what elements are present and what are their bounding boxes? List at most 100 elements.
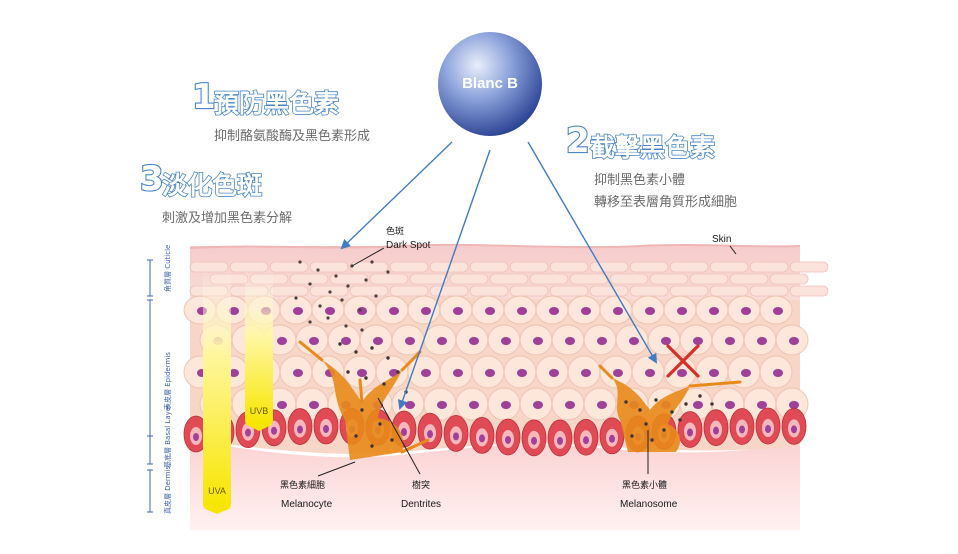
cell-nucleus	[533, 401, 543, 409]
cell-nucleus	[741, 307, 751, 315]
cell-nucleus	[693, 401, 703, 409]
cuticle-cell	[490, 274, 528, 284]
basal-cell-nucleus	[531, 437, 537, 445]
cell-nucleus	[517, 307, 527, 315]
melanocyte-label-en: Melanocyte	[281, 499, 333, 510]
dentrites-label-en: Dentrites	[401, 499, 441, 510]
step-3-desc: 刺激及增加黑色素分解	[162, 210, 292, 226]
cell-nucleus	[709, 307, 719, 315]
basal-cell-nucleus	[505, 436, 511, 444]
basal-cell-nucleus	[271, 427, 277, 435]
melanin-dot	[364, 278, 367, 281]
cell-nucleus	[469, 401, 479, 409]
cuticle-cell	[550, 286, 588, 296]
melanosome-label-en: Melanosome	[620, 499, 678, 510]
melanin-dot	[308, 282, 311, 285]
step-3-number: 3	[140, 159, 164, 199]
cell-nucleus	[661, 337, 671, 345]
melanin-dot	[374, 294, 377, 297]
cuticle-cell	[530, 274, 568, 284]
cell-nucleus	[485, 307, 495, 315]
cell-nucleus	[501, 337, 511, 345]
cuticle-cell	[390, 286, 428, 296]
basal-cell-nucleus	[245, 429, 251, 437]
basal-cell-nucleus	[713, 427, 719, 435]
dentrites-label-zh: 樹突	[412, 479, 430, 491]
cuticle-cell	[610, 274, 648, 284]
cell-nucleus	[693, 337, 703, 345]
cell-nucleus	[597, 337, 607, 345]
melanin-dot	[308, 320, 311, 323]
cuticle-cell	[350, 286, 388, 296]
cell-nucleus	[549, 307, 559, 315]
cell-nucleus	[789, 401, 799, 409]
cell-nucleus	[725, 337, 735, 345]
melanosome-dot-right	[624, 400, 627, 403]
basal-cell-nucleus	[739, 425, 745, 433]
melanin-dot	[298, 260, 301, 263]
cell-nucleus	[277, 337, 287, 345]
melanin-dot	[358, 308, 361, 311]
cell-nucleus	[565, 401, 575, 409]
basal-side-label: 基底層 Basal Layer	[163, 404, 172, 468]
melanosome-dot	[378, 422, 381, 425]
basal-cell-nucleus	[193, 433, 199, 441]
cell-nucleus	[293, 369, 303, 377]
cell-nucleus	[437, 401, 447, 409]
melanin-dot	[326, 316, 329, 319]
melanosome-dot	[346, 370, 349, 373]
melanin-dot	[316, 268, 319, 271]
melanosome-dot	[360, 408, 363, 411]
basal-cell-nucleus	[687, 428, 693, 436]
melanin-dot	[340, 298, 343, 301]
melanin-dot	[318, 304, 321, 307]
cell-nucleus	[421, 369, 431, 377]
melanosome-dot	[364, 376, 367, 379]
melanosome-dot-right	[644, 422, 647, 425]
cell-nucleus	[613, 307, 623, 315]
cell-nucleus	[453, 369, 463, 377]
cuticle-cell	[710, 286, 748, 296]
cell-nucleus	[517, 369, 527, 377]
step-2-desc-2: 轉移至表層角質形成細胞	[594, 195, 737, 210]
uvb-label: UVB	[250, 406, 269, 416]
cell-nucleus	[677, 307, 687, 315]
cell-nucleus	[453, 307, 463, 315]
melanosome-dot-right	[670, 410, 673, 413]
melanosome-dot-right	[638, 408, 641, 411]
cell-nucleus	[725, 401, 735, 409]
cuticle-cell	[450, 274, 488, 284]
cuticle-cell	[770, 274, 808, 284]
melanosome-dot-right	[630, 434, 633, 437]
melanosome-dot-right	[650, 438, 653, 441]
melanosome-dot	[338, 342, 341, 345]
melanin-dot	[294, 296, 297, 299]
cuticle-cell	[790, 286, 828, 296]
cuticle-cell	[510, 286, 548, 296]
melanosome-dot-right	[654, 398, 657, 401]
epidermis-side-label: 表皮層 Epidermis	[163, 352, 172, 410]
cell-nucleus	[709, 369, 719, 377]
melanosome-label-zh: 黑色素小體	[622, 479, 667, 491]
uva-ray	[203, 268, 231, 508]
basal-cell-nucleus	[323, 425, 329, 433]
cell-nucleus	[341, 337, 351, 345]
melanosome-dot	[386, 356, 389, 359]
cuticle-cell	[730, 274, 768, 284]
cell-nucleus	[421, 307, 431, 315]
melanosome-dot-right	[662, 428, 665, 431]
cell-nucleus	[757, 337, 767, 345]
layer-brackets	[147, 260, 153, 512]
cuticle-cell	[390, 262, 428, 272]
cell-nucleus	[581, 369, 591, 377]
cell-nucleus	[357, 307, 367, 315]
cuticle-cell	[290, 274, 328, 284]
cuticle-cell	[470, 262, 508, 272]
step-3-title: 淡化色斑	[162, 171, 262, 200]
cell-nucleus	[773, 307, 783, 315]
uvb-ray	[245, 268, 273, 424]
cell-nucleus	[613, 369, 623, 377]
cell-nucleus	[373, 337, 383, 345]
cell-nucleus	[389, 307, 399, 315]
